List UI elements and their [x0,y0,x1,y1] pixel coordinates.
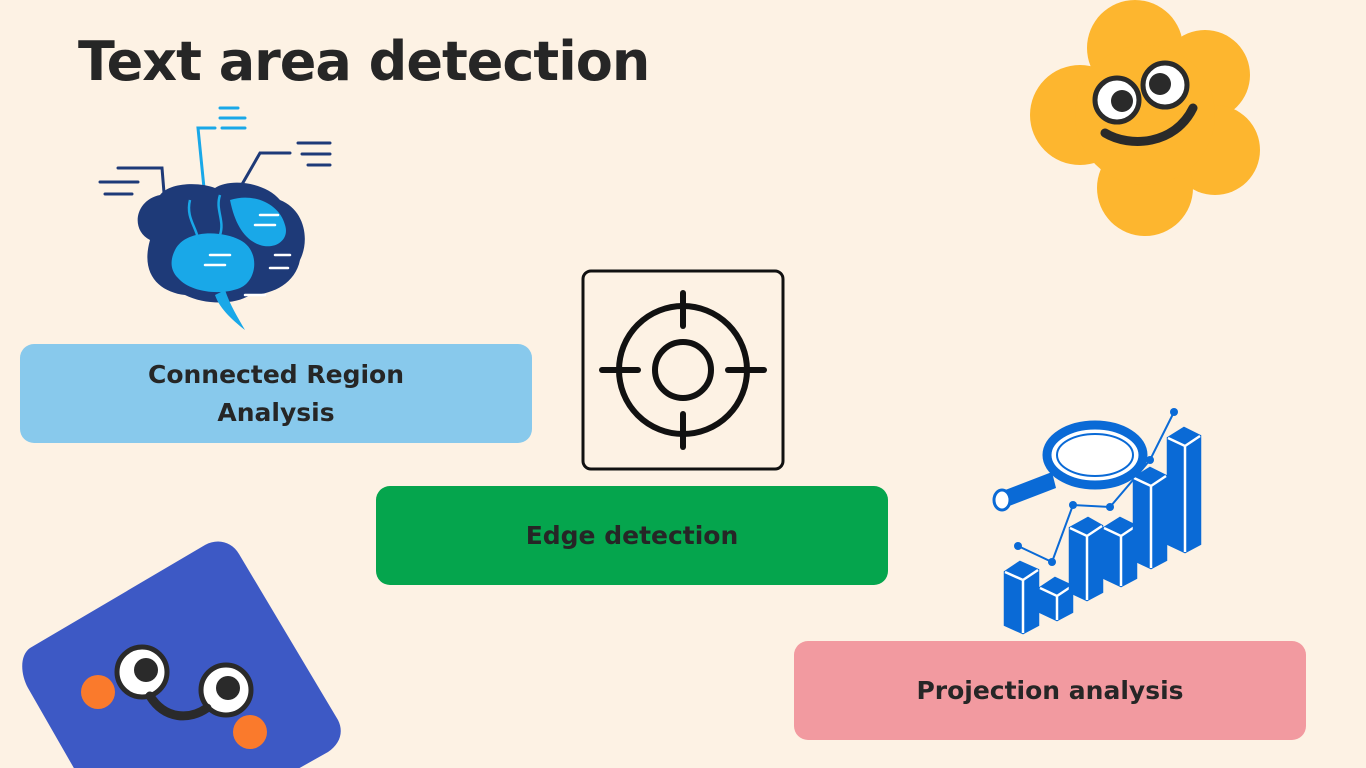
connected-region-analysis-label: Connected Region Analysis [147,359,405,427]
edge-detection-label: Edge detection [525,520,739,550]
crosshair-icon [581,269,785,471]
slide-title: Text area detection [78,30,650,93]
magnifier-chart-icon [992,408,1202,635]
smiling-square-icon [22,541,341,768]
smiling-flower-icon [1030,0,1260,236]
connected-region-analysis-box: Connected Region Analysis [20,344,532,443]
projection-analysis-box: Projection analysis [794,641,1306,740]
edge-detection-box: Edge detection [376,486,888,585]
brain-icon [98,106,332,330]
projection-analysis-label: Projection analysis [916,675,1184,705]
